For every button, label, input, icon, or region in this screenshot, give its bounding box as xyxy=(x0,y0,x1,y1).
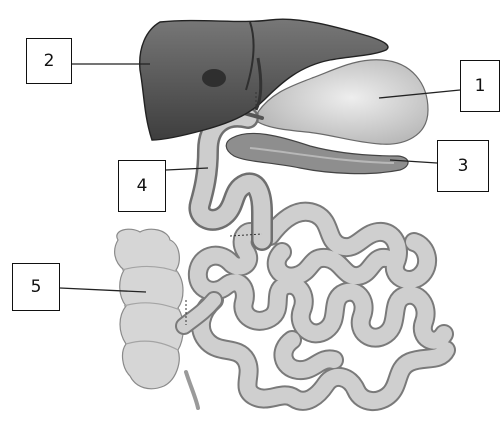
label-4: 4 xyxy=(118,160,166,212)
label-1: 1 xyxy=(460,60,500,112)
label-5: 5 xyxy=(12,263,60,311)
label-2: 2 xyxy=(26,38,72,84)
label-3: 3 xyxy=(437,140,489,192)
small-intestine xyxy=(184,212,446,401)
